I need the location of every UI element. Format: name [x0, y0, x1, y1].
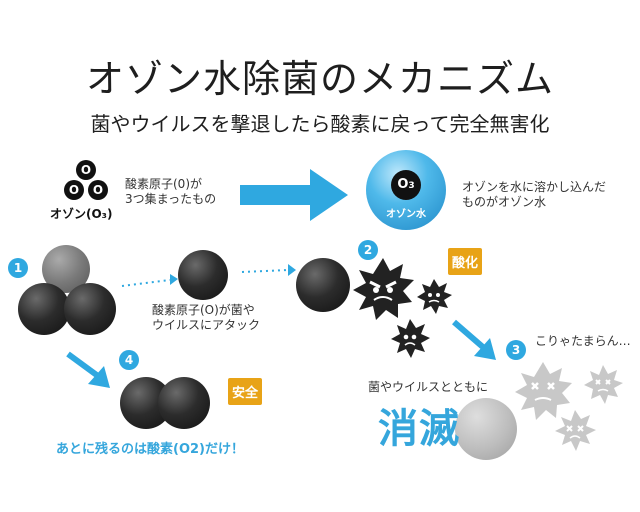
page-subtitle: 菌やウイルスを撃退したら酸素に戻って完全無害化 [90, 112, 550, 136]
ozone-water-core-sub: 3 [408, 181, 415, 191]
germ-small-right [417, 279, 452, 314]
ozone-water-caption-line2: ものがオゾン水 [462, 195, 547, 209]
ozone-water-core: O3 [391, 170, 421, 200]
dotted-arrow-2 [241, 264, 296, 276]
big-right-arrow [240, 169, 348, 221]
ozone-caption-line1: 酸素原子(0)が [125, 177, 202, 191]
dotted-arrow-1 [121, 274, 178, 287]
arrow-to-step3 [452, 319, 496, 360]
step2-attacking-atom [296, 258, 350, 312]
attack-caption-line1: 酸素原子(O)が菌や [152, 303, 255, 317]
step-3-badge: 3 [506, 340, 526, 360]
ozone-caption: 酸素原子(0)が 3つ集まったもの [125, 177, 216, 207]
step3-caption: こりゃたまらん… [535, 334, 631, 348]
germ-big [353, 258, 414, 320]
destroy-caption: 菌やウイルスとともに [368, 380, 489, 394]
germ-cluster-faded [515, 362, 623, 451]
step1-atom-left [18, 283, 70, 335]
faded-germ-right [584, 365, 623, 404]
arrow-to-step4 [66, 351, 110, 388]
step-2-badge: 2 [358, 240, 378, 260]
ozone-water-caption-line1: オゾンを水に溶かし込んだ [462, 180, 607, 194]
attack-caption-line2: ウイルスにアタック [152, 318, 261, 332]
free-oxygen-atom [178, 250, 228, 300]
faded-oxygen-atom [455, 398, 517, 460]
bottom-note: あとに残るのは酸素(O2)だけ！ [56, 442, 244, 457]
oxygen-molecule-right [158, 377, 210, 429]
germ-small-bottom [391, 319, 430, 358]
germ-cluster-dark [353, 258, 452, 358]
ozone-label: オゾン(O₃) [50, 207, 113, 221]
ozone-caption-line2: 3つ集まったもの [125, 192, 217, 206]
ozone-water-sphere: O3 オゾン水 [366, 150, 446, 230]
ozone-atom-right: O [88, 180, 108, 200]
ozone-water-caption: オゾンを水に溶かし込んだ ものがオゾン水 [462, 180, 606, 210]
faded-germ-bottom [555, 410, 596, 451]
destroy-big-text: 消滅 [378, 406, 460, 452]
ozone-atom-left: O [64, 180, 84, 200]
safe-badge: 安全 [228, 378, 263, 405]
ozone-water-label: オゾン水 [386, 209, 426, 220]
ozone-atom-top: O [76, 160, 96, 180]
step1-atom-right [64, 283, 116, 335]
faded-germ-big [515, 362, 572, 420]
page-title: オゾン水除菌のメカニズム [85, 57, 554, 101]
step-4-badge: 4 [119, 350, 139, 370]
step-1-badge: 1 [8, 258, 28, 278]
ozone-water-core-o: O [397, 177, 409, 192]
attack-caption: 酸素原子(O)が菌や ウイルスにアタック [152, 303, 260, 333]
oxidation-badge: 酸化 [448, 248, 483, 275]
